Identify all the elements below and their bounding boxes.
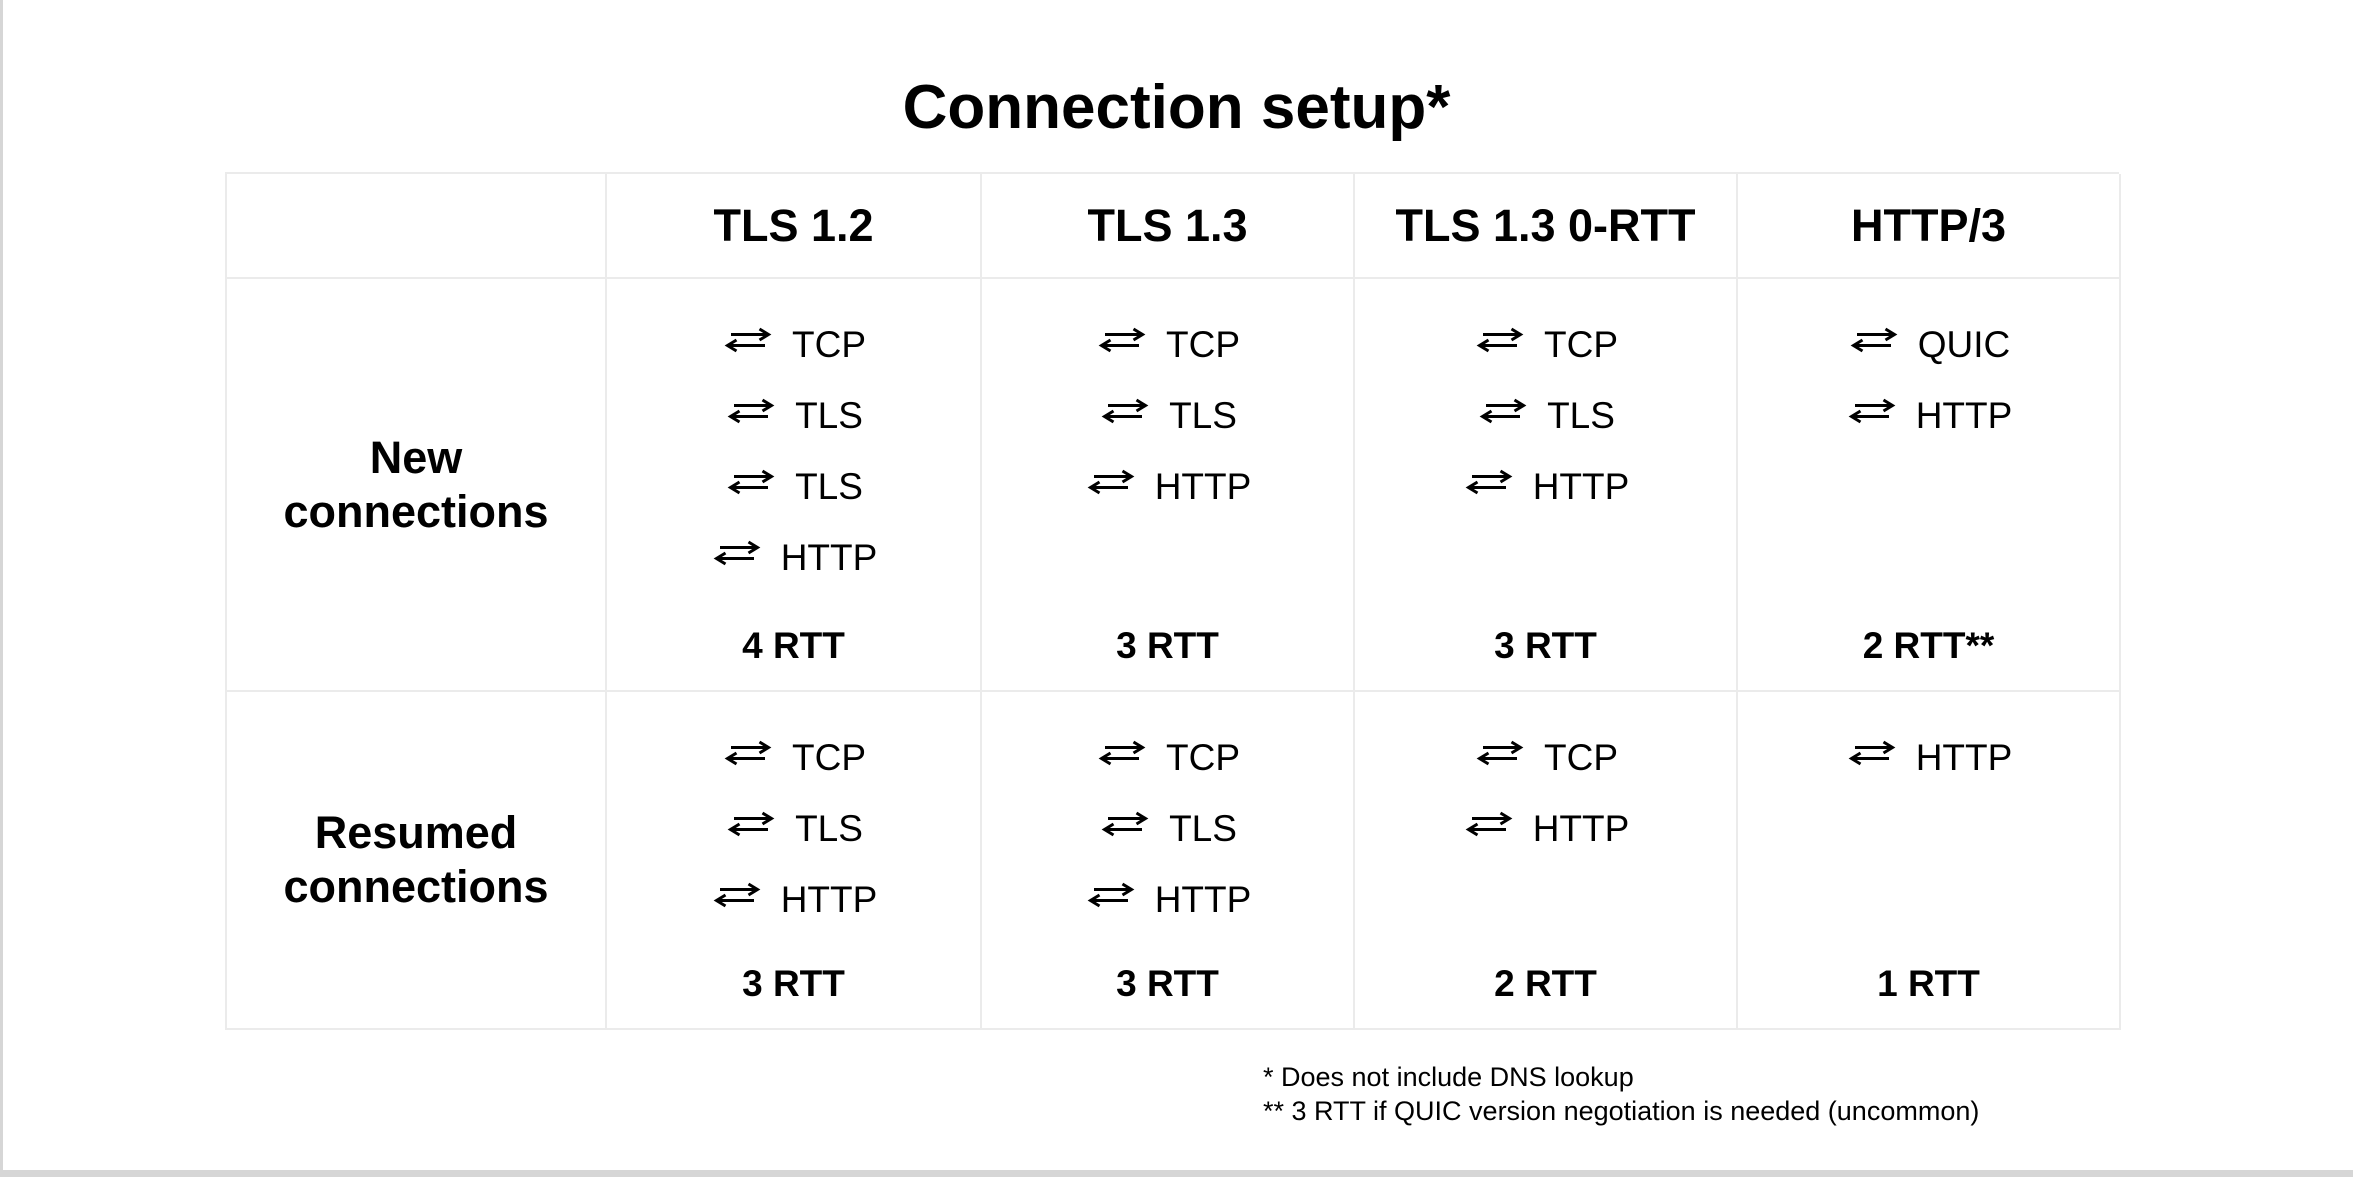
roundtrip-arrows-icon (1101, 398, 1149, 423)
protocol-label: HTTP (1915, 394, 2013, 436)
protocol-label: QUIC (1917, 323, 2011, 365)
footnotes: * Does not include DNS lookup ** 3 RTT i… (1263, 1060, 1979, 1128)
roundtrip-arrows-icon (713, 540, 761, 565)
protocol-label: TCP (1544, 736, 1618, 778)
roundtrip-arrows-icon (1465, 811, 1513, 836)
slide-title: Connection setup* (902, 72, 1451, 142)
roundtrip-step: TLS (1098, 380, 1237, 451)
column-header-empty (227, 174, 607, 279)
roundtrip-arrows-icon (727, 398, 775, 423)
row-label: New connections (227, 279, 607, 692)
protocol-cell: TCP TLS HTTP 3 RTT (1355, 279, 1738, 692)
roundtrip-arrows-icon (1098, 327, 1146, 352)
protocol-cell: HTTP 1 RTT (1738, 692, 2121, 1030)
roundtrip-step: HTTP (1084, 451, 1252, 522)
roundtrip-arrows-icon (1479, 398, 1527, 423)
protocol-label: HTTP (1154, 465, 1252, 507)
protocol-label: TCP (792, 323, 866, 365)
roundtrip-step: TCP (1095, 309, 1240, 380)
protocol-cell: TCP TLS HTTP 3 RTT (607, 692, 982, 1030)
roundtrip-arrows-icon (1848, 740, 1896, 765)
roundtrip-step: TLS (724, 380, 863, 451)
protocol-label: TLS (1169, 807, 1237, 849)
protocol-cell: QUIC HTTP 2 RTT** (1738, 279, 2121, 692)
column-header: TLS 1.2 (607, 174, 982, 279)
roundtrip-arrows-icon (1087, 469, 1135, 494)
footnote-dns: * Does not include DNS lookup (1263, 1062, 1634, 1092)
protocol-label: HTTP (1532, 465, 1630, 507)
protocol-label: TCP (792, 736, 866, 778)
protocol-cell: TCP TLS HTTP 3 RTT (982, 692, 1355, 1030)
roundtrip-arrows-icon (1476, 327, 1524, 352)
protocol-label: TLS (795, 807, 863, 849)
roundtrip-arrows-icon (1848, 398, 1896, 423)
roundtrip-step: TCP (721, 309, 866, 380)
protocol-cell: TCP TLS TLS HTTP 4 RTT (607, 279, 982, 692)
roundtrip-step: TLS (724, 793, 863, 864)
rtt-count: 1 RTT (1877, 963, 1980, 1004)
roundtrip-step: QUIC (1847, 309, 2011, 380)
footnote-quic-negotiation: ** 3 RTT if QUIC version negotiation is … (1263, 1096, 1980, 1126)
rtt-count: 2 RTT** (1862, 625, 1995, 666)
roundtrip-step: HTTP (1845, 722, 2013, 793)
rtt-count: 4 RTT (742, 625, 845, 666)
roundtrip-step: HTTP (710, 522, 878, 593)
protocol-label: TCP (1166, 736, 1240, 778)
protocol-label: HTTP (1532, 807, 1630, 849)
protocol-cell: TCP HTTP 2 RTT (1355, 692, 1738, 1030)
roundtrip-arrows-icon (713, 882, 761, 907)
roundtrip-arrows-icon (1850, 327, 1898, 352)
protocol-label: TLS (795, 465, 863, 507)
roundtrip-step: HTTP (1845, 380, 2013, 451)
roundtrip-arrows-icon (1101, 811, 1149, 836)
roundtrip-step: HTTP (1084, 864, 1252, 935)
rtt-count: 2 RTT (1494, 963, 1597, 1004)
protocol-label: HTTP (1154, 878, 1252, 920)
window-bottom-edge (0, 1170, 2353, 1177)
rtt-count: 3 RTT (1116, 625, 1219, 666)
roundtrip-step: TCP (1473, 309, 1618, 380)
roundtrip-step: TLS (1098, 793, 1237, 864)
protocol-label: TCP (1544, 323, 1618, 365)
column-header: TLS 1.3 0-RTT (1355, 174, 1738, 279)
roundtrip-step: TCP (1473, 722, 1618, 793)
window-left-edge (0, 0, 3, 1177)
roundtrip-step: HTTP (1462, 451, 1630, 522)
roundtrip-step: TCP (721, 722, 866, 793)
roundtrip-step: HTTP (710, 864, 878, 935)
roundtrip-step: TLS (724, 451, 863, 522)
protocol-label: HTTP (780, 878, 878, 920)
roundtrip-arrows-icon (724, 740, 772, 765)
rtt-count: 3 RTT (1116, 963, 1219, 1004)
roundtrip-arrows-icon (1098, 740, 1146, 765)
roundtrip-step: HTTP (1462, 793, 1630, 864)
protocol-label: TLS (795, 394, 863, 436)
roundtrip-arrows-icon (724, 327, 772, 352)
row-label: Resumed connections (227, 692, 607, 1030)
protocol-label: HTTP (1915, 736, 2013, 778)
column-header: TLS 1.3 (982, 174, 1355, 279)
roundtrip-step: TCP (1095, 722, 1240, 793)
roundtrip-step: TLS (1476, 380, 1615, 451)
protocol-label: TLS (1547, 394, 1615, 436)
roundtrip-arrows-icon (1476, 740, 1524, 765)
roundtrip-arrows-icon (727, 469, 775, 494)
rtt-count: 3 RTT (1494, 625, 1597, 666)
roundtrip-arrows-icon (727, 811, 775, 836)
roundtrip-arrows-icon (1087, 882, 1135, 907)
protocol-label: HTTP (780, 536, 878, 578)
protocol-label: TCP (1166, 323, 1240, 365)
protocol-cell: TCP TLS HTTP 3 RTT (982, 279, 1355, 692)
roundtrip-arrows-icon (1465, 469, 1513, 494)
rtt-count: 3 RTT (742, 963, 845, 1004)
protocol-label: TLS (1169, 394, 1237, 436)
column-header: HTTP/3 (1738, 174, 2121, 279)
